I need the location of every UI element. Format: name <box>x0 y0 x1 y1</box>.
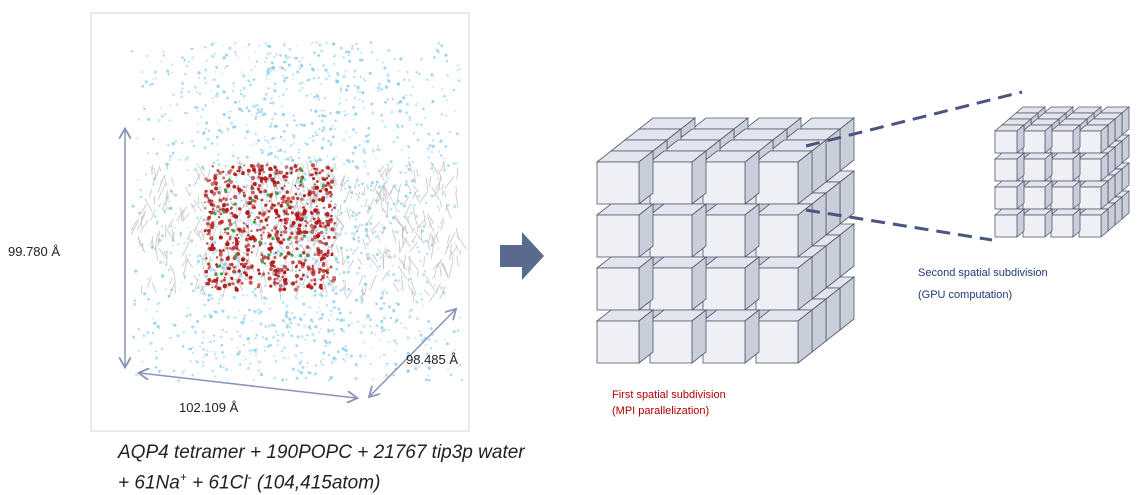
caption-line-2: + 61Na+ + 61Cl- (104,415atom) <box>118 465 638 495</box>
caption-sodium: + 61Na <box>118 472 180 494</box>
second-subdivision-title: Second spatial subdivision <box>918 267 1048 279</box>
chloride-charge: - <box>247 470 252 484</box>
small-cube <box>1077 180 1110 210</box>
second-subdivision-subtitle: (GPU computation) <box>918 289 1012 301</box>
first-subdivision-cube-grid <box>595 117 856 364</box>
aqp4-protein <box>203 163 337 292</box>
large-cube <box>701 309 761 364</box>
small-cube <box>1049 180 1082 210</box>
small-cube <box>1049 208 1082 238</box>
process-arrow-icon <box>500 232 544 280</box>
large-cube <box>595 150 655 205</box>
large-cube <box>595 256 655 311</box>
depth-arrow <box>370 310 455 396</box>
small-cube <box>1021 208 1054 238</box>
first-subdivision-title: First spatial subdivision <box>612 389 726 401</box>
caption-chloride: + 61Cl <box>186 472 248 494</box>
small-cube <box>1021 180 1054 210</box>
first-subdivision-subtitle: (MPI parallelization) <box>612 405 709 417</box>
small-cube <box>1021 152 1054 182</box>
small-cube <box>1021 124 1054 154</box>
large-cube <box>701 256 761 311</box>
small-cube <box>1077 152 1110 182</box>
width-arrow <box>140 373 356 398</box>
small-cube <box>993 180 1026 210</box>
large-cube <box>754 150 814 205</box>
small-cube <box>1077 124 1110 154</box>
large-cube <box>648 203 708 258</box>
large-cube <box>595 203 655 258</box>
large-cube <box>595 309 655 364</box>
large-cube <box>754 256 814 311</box>
large-cube <box>648 150 708 205</box>
large-cube <box>754 309 814 364</box>
large-cube <box>648 309 708 364</box>
system-composition-caption: AQP4 tetramer + 190POPC + 21767 tip3p wa… <box>118 440 638 495</box>
small-cube <box>1077 208 1110 238</box>
small-cube <box>1049 152 1082 182</box>
second-subdivision-cube-grid <box>993 106 1131 238</box>
large-cube <box>754 203 814 258</box>
small-cube <box>993 152 1026 182</box>
large-cube <box>648 256 708 311</box>
sodium-charge: + <box>179 470 187 484</box>
zoom-connector-top <box>805 90 1023 148</box>
depth-label: 98.485 Å <box>406 352 458 367</box>
caption-atom-count: (104,415atom) <box>251 472 381 494</box>
small-cube <box>993 124 1026 154</box>
large-cube <box>701 150 761 205</box>
large-cube <box>701 203 761 258</box>
simulation-panel <box>90 12 470 432</box>
lipid-bilayer <box>130 160 467 303</box>
width-label: 102.109 Å <box>179 400 239 415</box>
height-label: 99.780 Å <box>8 244 60 259</box>
caption-line-1: AQP4 tetramer + 190POPC + 21767 tip3p wa… <box>118 442 525 463</box>
zoom-connector-bottom <box>805 208 993 242</box>
small-cube <box>1049 124 1082 154</box>
small-cube <box>993 208 1026 238</box>
